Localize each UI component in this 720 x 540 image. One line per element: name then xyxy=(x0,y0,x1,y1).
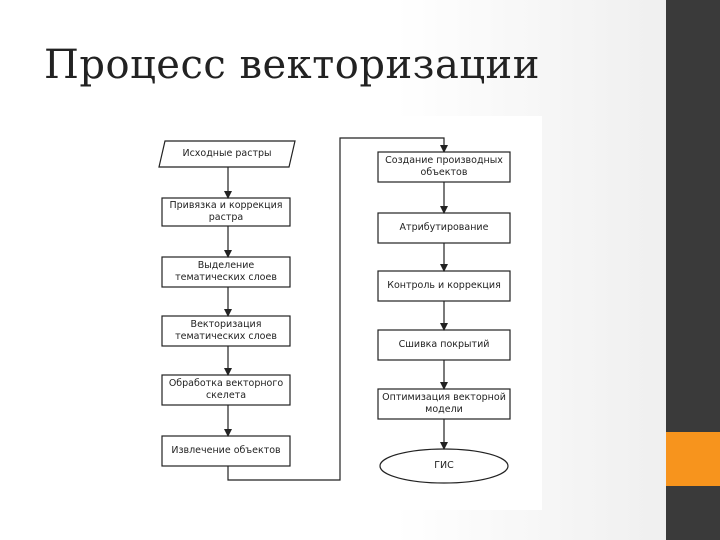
flow-step-label: Атрибутирование xyxy=(399,222,489,233)
shape-left-3 xyxy=(161,315,291,347)
shape-right-2 xyxy=(377,270,511,302)
flow-end-label: ГИС xyxy=(434,460,454,471)
shape-left-4 xyxy=(161,374,291,406)
shape-left-2 xyxy=(161,256,291,288)
sidebar-accent-block xyxy=(666,432,720,486)
flow-step-label: Сшивка покрытий xyxy=(398,339,490,350)
flow-step-label: Исходные растры xyxy=(182,148,272,159)
flow-step-label: Контроль и коррекция xyxy=(387,280,501,291)
shape-left-0 xyxy=(158,140,296,168)
flowchart-diagram: Исходные растры Привязка и коррекция рас… xyxy=(150,116,542,510)
flow-step-label: Извлечение объектов xyxy=(171,445,281,456)
flow-step-label: Выделение тематических слоев xyxy=(175,260,277,283)
flow-step-label: Векторизация тематических слоев xyxy=(175,319,277,342)
shape-left-5 xyxy=(161,435,291,467)
slide-title: Процесс векторизации xyxy=(44,42,540,88)
flow-step-label: Привязка и коррекция растра xyxy=(169,200,283,223)
shape-right-0 xyxy=(377,151,511,183)
shape-right-3 xyxy=(377,329,511,361)
flow-step-label: Обработка векторного скелета xyxy=(168,378,284,401)
flow-step-label: Оптимизация векторной модели xyxy=(382,392,506,415)
flowchart-lines xyxy=(158,137,511,484)
flow-step-label: Создание производных объектов xyxy=(385,155,503,178)
